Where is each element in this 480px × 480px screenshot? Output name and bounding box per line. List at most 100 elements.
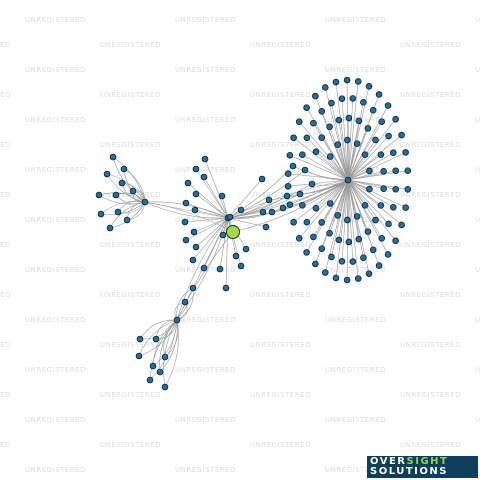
- graph-node[interactable]: [366, 167, 373, 175]
- graph-node[interactable]: [318, 108, 326, 115]
- graph-node[interactable]: [200, 173, 208, 181]
- graph-node[interactable]: [312, 148, 320, 156]
- graph-node[interactable]: [259, 208, 267, 216]
- graph-node[interactable]: [290, 134, 297, 142]
- graph-node[interactable]: [353, 140, 361, 147]
- graph-node[interactable]: [123, 216, 131, 224]
- graph-node[interactable]: [191, 206, 199, 214]
- graph-node[interactable]: [392, 115, 399, 123]
- graph-node[interactable]: [372, 216, 379, 224]
- graph-node[interactable]: [286, 201, 294, 208]
- graph-node[interactable]: [97, 210, 105, 218]
- graph-node[interactable]: [182, 236, 190, 244]
- graph-node[interactable]: [404, 186, 412, 193]
- graph-node[interactable]: [268, 208, 276, 216]
- graph-node[interactable]: [380, 185, 387, 192]
- graph-node[interactable]: [181, 218, 189, 226]
- graph-node[interactable]: [343, 76, 351, 84]
- graph-node[interactable]: [378, 235, 386, 242]
- graph-node[interactable]: [112, 191, 120, 199]
- graph-node[interactable]: [366, 185, 373, 193]
- graph-node[interactable]: [344, 176, 352, 184]
- graph-node[interactable]: [308, 180, 316, 188]
- graph-node[interactable]: [328, 99, 335, 107]
- graph-node[interactable]: [353, 213, 361, 220]
- graph-node[interactable]: [184, 179, 192, 187]
- graph-node[interactable]: [377, 151, 385, 158]
- graph-node[interactable]: [326, 229, 333, 237]
- graph-node[interactable]: [404, 167, 412, 174]
- graph-node[interactable]: [345, 114, 353, 122]
- graph-node[interactable]: [106, 224, 114, 232]
- graph-node[interactable]: [289, 162, 297, 170]
- graph-node[interactable]: [303, 249, 310, 256]
- graph-node[interactable]: [338, 95, 346, 102]
- graph-node[interactable]: [385, 220, 392, 228]
- graph-node[interactable]: [365, 270, 373, 277]
- graph-node[interactable]: [392, 237, 399, 245]
- graph-node[interactable]: [344, 136, 351, 144]
- graph-node[interactable]: [192, 165, 200, 173]
- graph-node[interactable]: [190, 228, 198, 236]
- graph-node[interactable]: [310, 233, 317, 241]
- graph-node[interactable]: [385, 132, 392, 140]
- graph-node[interactable]: [258, 175, 266, 183]
- graph-node[interactable]: [369, 106, 377, 114]
- graph-node[interactable]: [335, 116, 343, 124]
- graph-node[interactable]: [156, 368, 164, 376]
- graph-node[interactable]: [349, 258, 357, 265]
- graph-node[interactable]: [219, 231, 227, 239]
- graph-node[interactable]: [135, 352, 143, 360]
- graph-node[interactable]: [103, 170, 111, 178]
- graph-node[interactable]: [312, 260, 319, 268]
- graph-node[interactable]: [332, 274, 340, 282]
- graph-node[interactable]: [334, 141, 342, 148]
- graph-node[interactable]: [321, 84, 329, 91]
- graph-node[interactable]: [182, 199, 190, 207]
- graph-node[interactable]: [360, 254, 367, 261]
- graph-node[interactable]: [326, 200, 334, 207]
- graph-node[interactable]: [303, 218, 311, 226]
- graph-node[interactable]: [380, 168, 387, 175]
- graph-node[interactable]: [201, 155, 209, 163]
- graph-node[interactable]: [296, 190, 304, 198]
- graph-node[interactable]: [303, 104, 310, 111]
- graph-node[interactable]: [354, 275, 362, 282]
- graph-node[interactable]: [189, 284, 197, 292]
- graph-node[interactable]: [375, 262, 383, 269]
- graph-node[interactable]: [283, 192, 291, 200]
- graph-node[interactable]: [335, 236, 343, 244]
- graph-node[interactable]: [398, 221, 405, 229]
- graph-node[interactable]: [369, 246, 377, 254]
- graph-node[interactable]: [355, 117, 363, 125]
- graph-node[interactable]: [377, 202, 385, 209]
- graph-node[interactable]: [328, 253, 335, 261]
- graph-node[interactable]: [384, 251, 392, 258]
- graph-node[interactable]: [284, 182, 292, 190]
- graph-node[interactable]: [364, 228, 372, 235]
- graph-node[interactable]: [149, 362, 157, 370]
- graph-node[interactable]: [312, 92, 319, 100]
- graph-node[interactable]: [242, 245, 250, 253]
- graph-node[interactable]: [384, 102, 392, 109]
- graph-node[interactable]: [378, 118, 386, 125]
- graph-node[interactable]: [303, 134, 311, 142]
- graph-node[interactable]: [290, 218, 297, 226]
- graph-node[interactable]: [218, 192, 226, 200]
- graph-node[interactable]: [279, 204, 287, 212]
- graph-node[interactable]: [118, 179, 126, 187]
- graph-node[interactable]: [326, 153, 334, 160]
- focus-node[interactable]: [226, 225, 240, 239]
- graph-node[interactable]: [120, 165, 128, 173]
- graph-node[interactable]: [334, 212, 342, 219]
- graph-node[interactable]: [354, 78, 362, 85]
- graph-node[interactable]: [152, 335, 160, 343]
- graph-node[interactable]: [310, 119, 317, 127]
- graph-node[interactable]: [349, 95, 357, 102]
- graph-node[interactable]: [365, 83, 373, 90]
- graph-node[interactable]: [192, 190, 200, 198]
- graph-node[interactable]: [301, 166, 309, 174]
- graph-node[interactable]: [402, 149, 409, 156]
- graph-node[interactable]: [237, 206, 245, 214]
- graph-node[interactable]: [344, 216, 351, 224]
